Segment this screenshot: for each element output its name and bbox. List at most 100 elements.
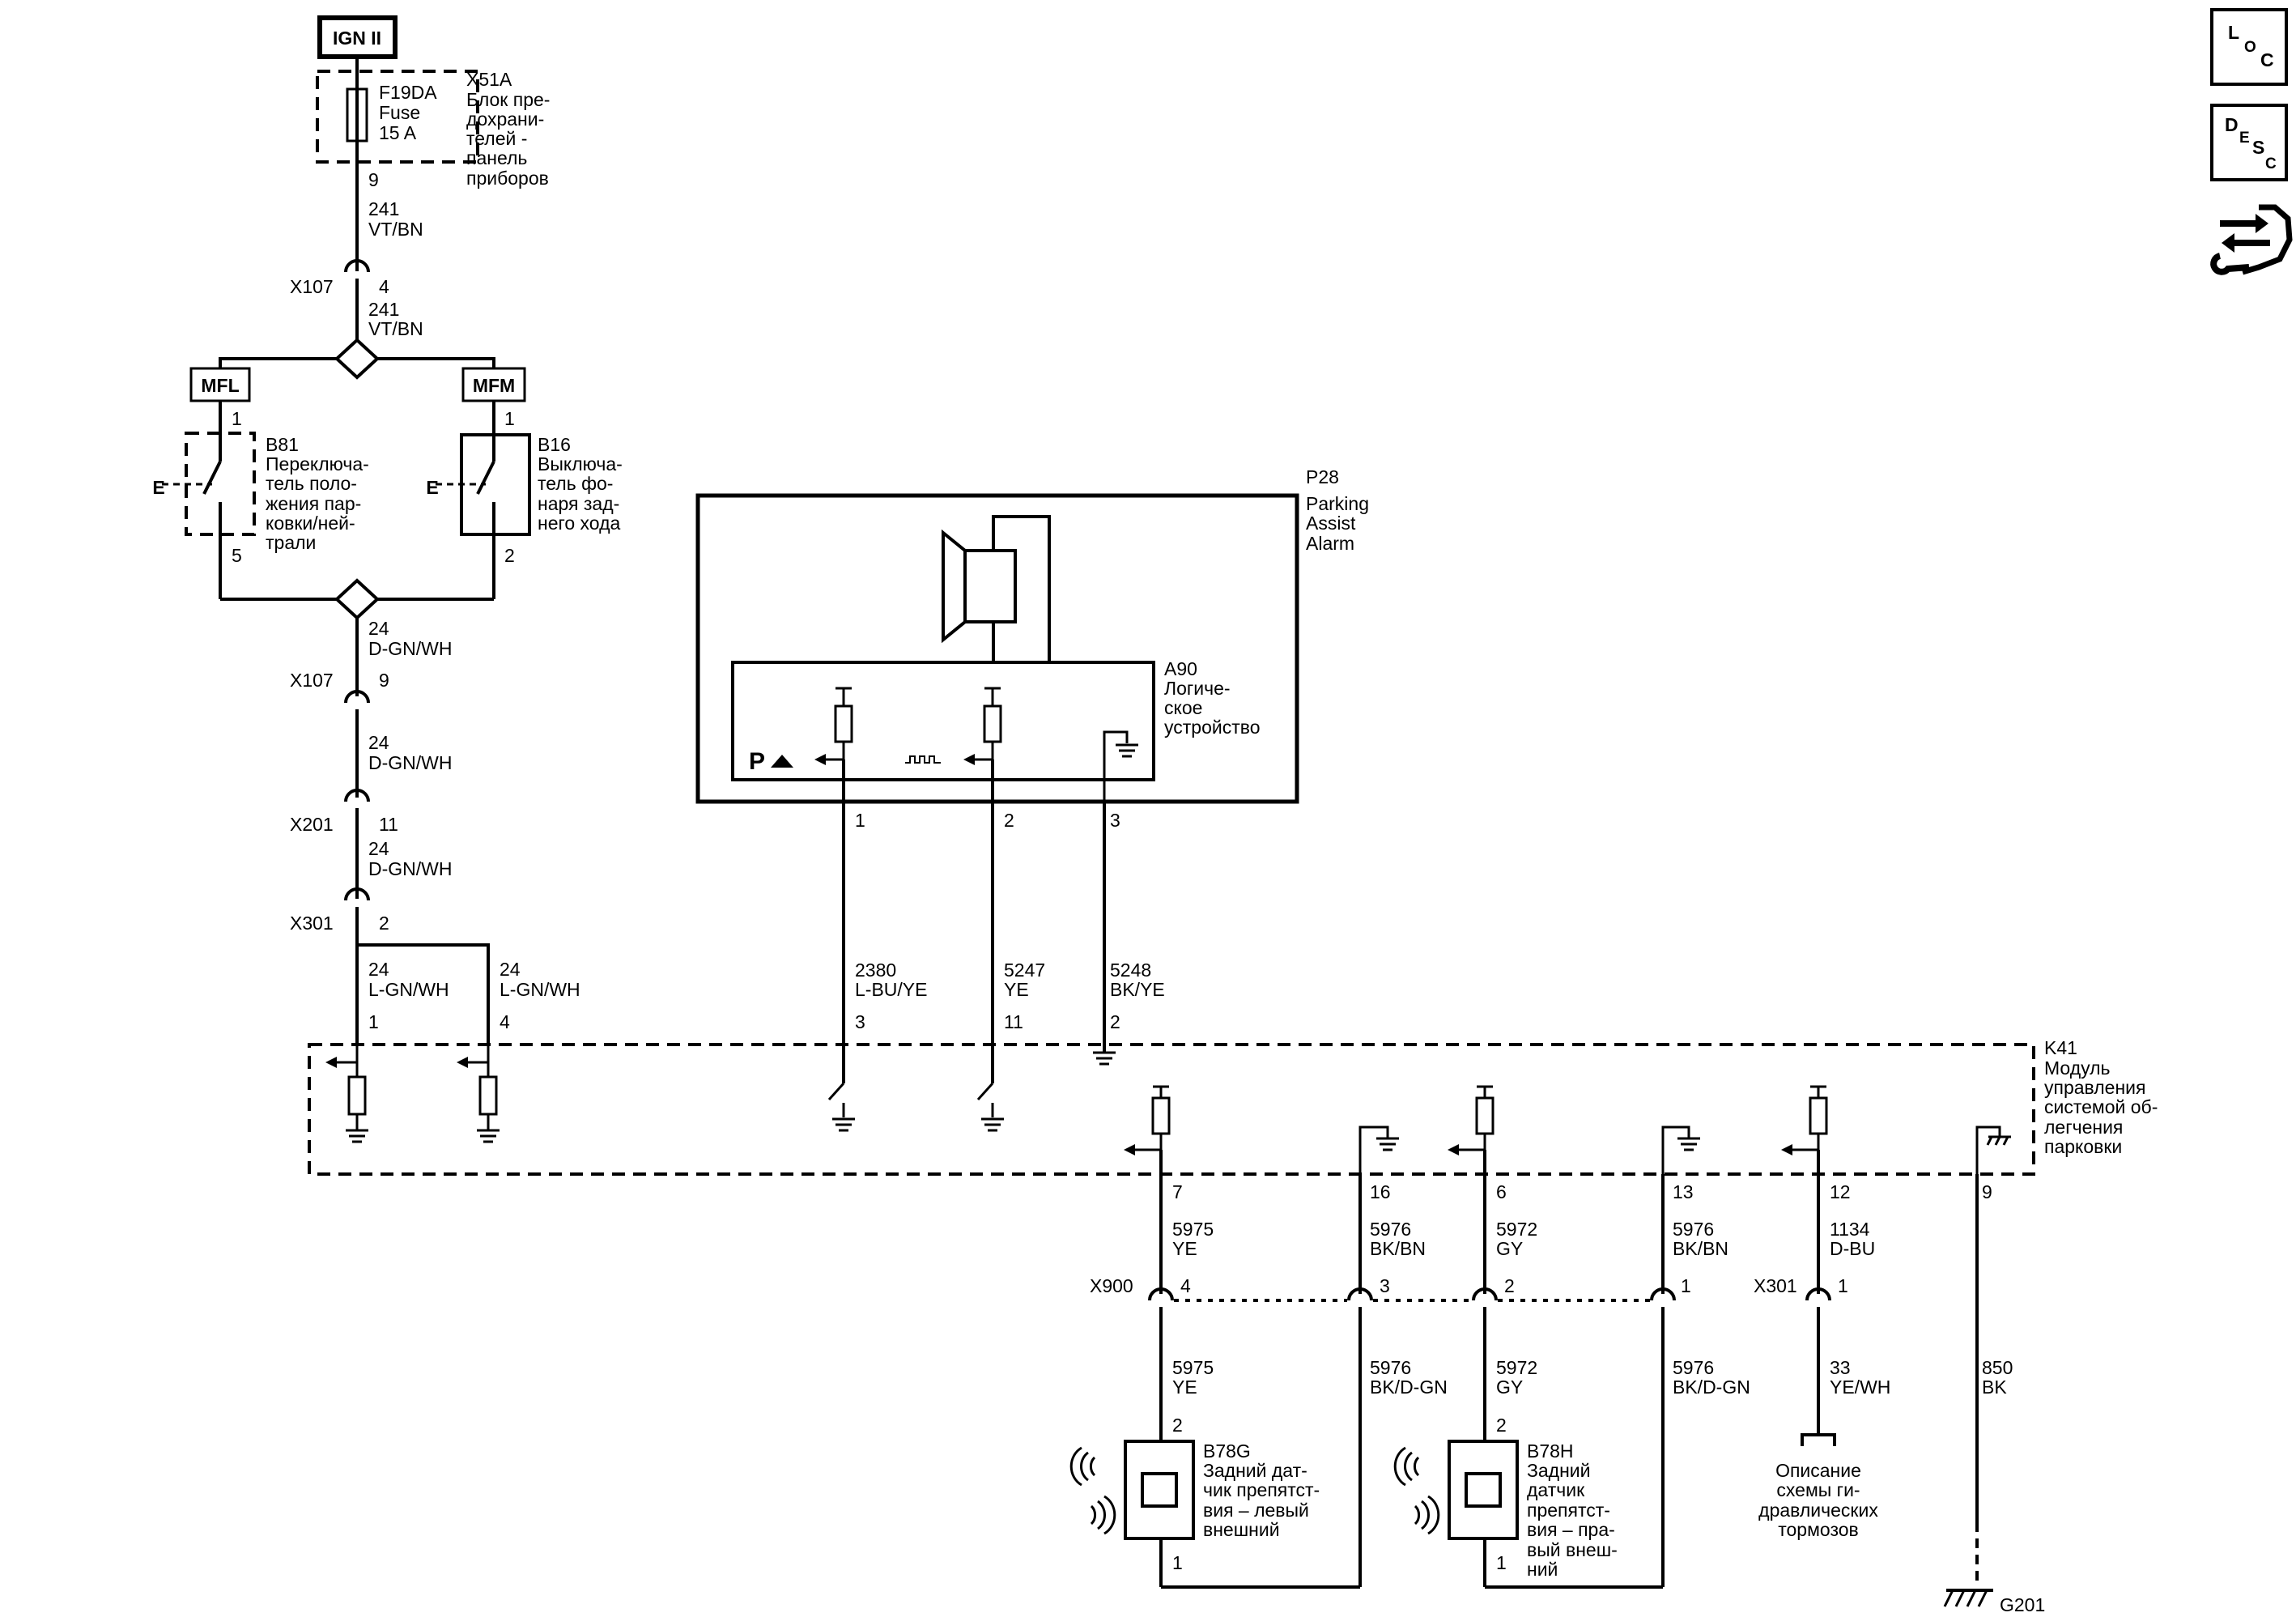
svg-text:1: 1 [232,408,242,429]
wire-24-circuit-1: 24 [368,618,389,639]
ign-ii-label-box: IGN II [317,15,398,59]
wire-5247-color: YE [1004,979,1029,1000]
wire-5976-circuit-a: 5976 [1370,1219,1411,1240]
connector-x900: X900 4 3 2 1 [1090,1275,1691,1302]
svg-text:MFM: MFM [473,375,515,396]
connector-x107-a: X107 4 [290,259,389,297]
switch-b16: E 1 2 B16 Выключа- тель фо- наря зад- не… [426,401,623,599]
a90-ground-3 [1103,730,1140,802]
wire-24-lgn-circuit-2: 24 [500,959,521,980]
wire-241-color-2: VT/BN [368,318,423,339]
a90-pin-3: 3 [1110,810,1120,831]
fuse-block-x51a: F19DA Fuse 15 A X51A Блок пре- дохрани- … [316,69,550,189]
svg-text:B16: B16 [538,434,571,455]
a90-output-2 [905,687,1002,765]
svg-text:E: E [426,477,438,498]
connector-x301: X301 2 [290,887,389,934]
wire-5248-color: BK/YE [1110,979,1165,1000]
svg-text:3: 3 [1380,1275,1390,1296]
wire-5976-color-d: BK/D-GN [1673,1377,1750,1398]
k41-input-1 [325,1045,370,1143]
wire-5975-color-a: YE [1172,1238,1197,1259]
wire-5976-color-b: BK/BN [1673,1238,1728,1259]
wire-24-color-2: D-GN/WH [368,752,452,773]
k41-pin-13: 13 [1673,1181,1694,1202]
k41-switch-11 [976,1082,1006,1132]
svg-text:4: 4 [1180,1275,1191,1296]
svg-text:B78G: B78G [1203,1440,1251,1462]
svg-text:Блок пре-: Блок пре- [466,89,550,110]
wire-2380-circuit: 2380 [855,960,896,981]
svg-text:X107: X107 [290,276,334,297]
svg-text:Переключа-: Переключа- [266,453,369,474]
sensor-b78g: 2 1 B78G Задний дат- чик препятст- вия –… [1069,1415,1360,1589]
mfm-label-box: MFM [461,367,526,402]
connector-x301-b: X301 1 [1754,1275,1848,1301]
svg-text:управления: управления [2044,1077,2145,1098]
wire-33-color: YE/WH [1830,1377,1890,1398]
svg-text:тель фо-: тель фо- [538,473,613,494]
svg-text:1: 1 [1496,1552,1507,1573]
svg-text:вия – левый: вия – левый [1203,1500,1309,1521]
k41-output-6 [1448,1085,1495,1155]
svg-text:Описание: Описание [1775,1460,1861,1481]
sensor-b78h: 2 1 B78H Задний датчик препятст- вия – п… [1393,1415,1663,1589]
description-view-icon[interactable]: D E S C [2210,104,2288,181]
a90-output-1: P [749,687,853,775]
wire-24-circuit-2: 24 [368,732,389,753]
svg-text:устройство: устройство [1164,717,1261,738]
svg-text:ковки/ней-: ковки/ней- [266,513,355,534]
connector-x201: X201 11 [290,789,398,835]
svg-text:IGN II: IGN II [333,28,381,49]
svg-text:2: 2 [379,913,389,934]
splice-top [334,338,380,380]
wire-24-color-3: D-GN/WH [368,858,452,879]
k41-pin-16: 16 [1370,1181,1391,1202]
wire-5975-circuit-a: 5975 [1172,1219,1214,1240]
svg-text:1: 1 [504,408,515,429]
svg-text:жения пар-: жения пар- [266,493,361,514]
module-k41: K41 Модуль управления системой об- легче… [308,1037,2158,1176]
splice-bottom [334,578,380,620]
k41-ground-13 [1661,1126,1702,1174]
wire-5972-color-b: GY [1496,1377,1523,1398]
wire-850-color: BK [1982,1377,2007,1398]
svg-text:MFL: MFL [201,375,239,396]
svg-text:чик препятст-: чик препятст- [1203,1479,1320,1500]
svg-text:датчик: датчик [1527,1479,1585,1500]
svg-text:2: 2 [1172,1415,1183,1436]
svg-text:Fuse: Fuse [379,102,420,123]
svg-text:системой об-: системой об- [2044,1096,2158,1117]
wire-241-circuit-2: 241 [368,299,399,320]
k41-ground-9 [1975,1126,2011,1174]
svg-text:L: L [2228,22,2239,43]
svg-text:тормозов: тормозов [1778,1519,1859,1540]
svg-text:телей -: телей - [466,128,527,149]
connector-x107-b: X107 9 [290,670,389,704]
k41-output-7 [1124,1085,1171,1155]
mfl-label-box: MFL [189,367,251,402]
svg-text:2: 2 [504,545,515,566]
svg-text:Alarm: Alarm [1306,533,1354,554]
connector-wrench-icon[interactable] [2210,204,2293,275]
svg-text:панель: панель [466,147,527,168]
location-view-icon[interactable]: L O C [2210,8,2288,86]
wire-5972-color-a: GY [1496,1238,1523,1259]
k41-pin-2: 2 [1110,1011,1120,1032]
switch-b81: E 1 5 B81 Переключа- тель поло- жения па… [152,401,369,599]
wire-5247-circuit: 5247 [1004,960,1045,981]
pulse-signal-icon [905,755,941,764]
svg-text:2: 2 [1496,1415,1507,1436]
wire-1134-circuit: 1134 [1830,1219,1870,1240]
k41-switch-3 [827,1082,857,1132]
k41-pin-6: 6 [1496,1181,1507,1202]
svg-text:11: 11 [379,814,398,835]
k41-ground-16 [1358,1126,1401,1174]
wire-241-circuit: 241 [368,198,399,219]
ultrasonic-wave-icon [1069,1446,1116,1535]
svg-text:E: E [2239,130,2250,147]
svg-text:X201: X201 [290,814,334,835]
wire-5972-circuit-a: 5972 [1496,1219,1537,1240]
svg-text:P: P [749,748,765,775]
k41-output-12 [1781,1085,1828,1155]
